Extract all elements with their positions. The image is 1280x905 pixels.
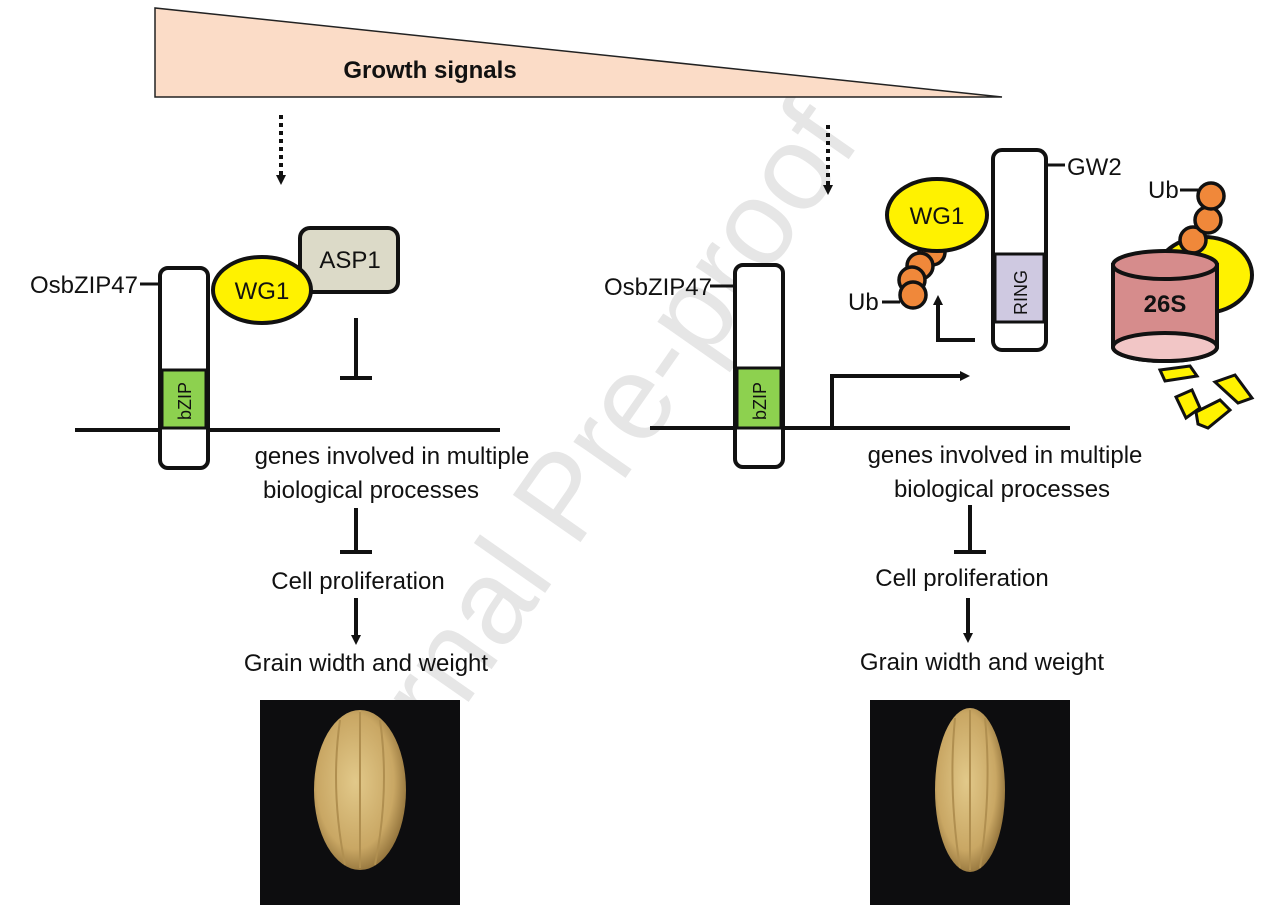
cell-proliferation-label: Cell proliferation [271,568,444,595]
ring-domain [993,252,1046,324]
wg1-protein [211,255,313,325]
genes-text-line2: biological processes [894,476,1110,503]
left-panel: bZIP OsbZIP47 ASP1 WG1 genes involved in… [30,226,530,905]
bzip-label: bZIP [750,382,770,420]
grain-label: Grain width and weight [860,649,1104,676]
genes-text-line1: genes involved in multiple [868,442,1143,469]
asp1-label: ASP1 [319,247,380,274]
bzip-label: bZIP [175,382,195,420]
ring-label: RING [1011,270,1031,315]
transcription-arrow-icon [830,371,970,428]
proteasome-26s: 26S [1111,249,1219,363]
wg1-label: WG1 [910,203,965,230]
ub-label: Ub [848,289,879,316]
bzip-domain [160,368,208,430]
grain-label: Grain width and weight [244,650,488,677]
asp1-protein [298,226,400,294]
inhibition-icon [340,508,372,554]
ub-label: Ub [1148,177,1179,204]
genes-text-line2: biological processes [263,477,479,504]
peptide-fragments [1157,364,1255,430]
gw2-label: GW2 [1067,154,1122,181]
ubiquitination-arrow-icon [933,295,975,342]
right-panel: bZIP OsbZIP47 RING GW2 WG1 Ub Ub 26S [604,148,1255,905]
growth-signals-label: Growth signals [343,57,516,84]
growth-signal-gradient [154,7,1003,98]
osbzip47-protein [158,266,210,470]
genes-text-line1: genes involved in multiple [255,443,530,470]
wg1-protein [885,177,989,253]
osbzip47-label: OsbZIP47 [30,272,138,299]
osbzip47-label: OsbZIP47 [604,274,712,301]
proteasome-label: 26S [1144,291,1187,318]
inhibition-icon [954,505,986,554]
wg1-label: WG1 [235,278,290,305]
inhibition-icon [340,318,372,380]
osbzip47-protein [733,263,785,469]
bzip-domain [735,366,783,430]
cell-proliferation-label: Cell proliferation [875,565,1048,592]
